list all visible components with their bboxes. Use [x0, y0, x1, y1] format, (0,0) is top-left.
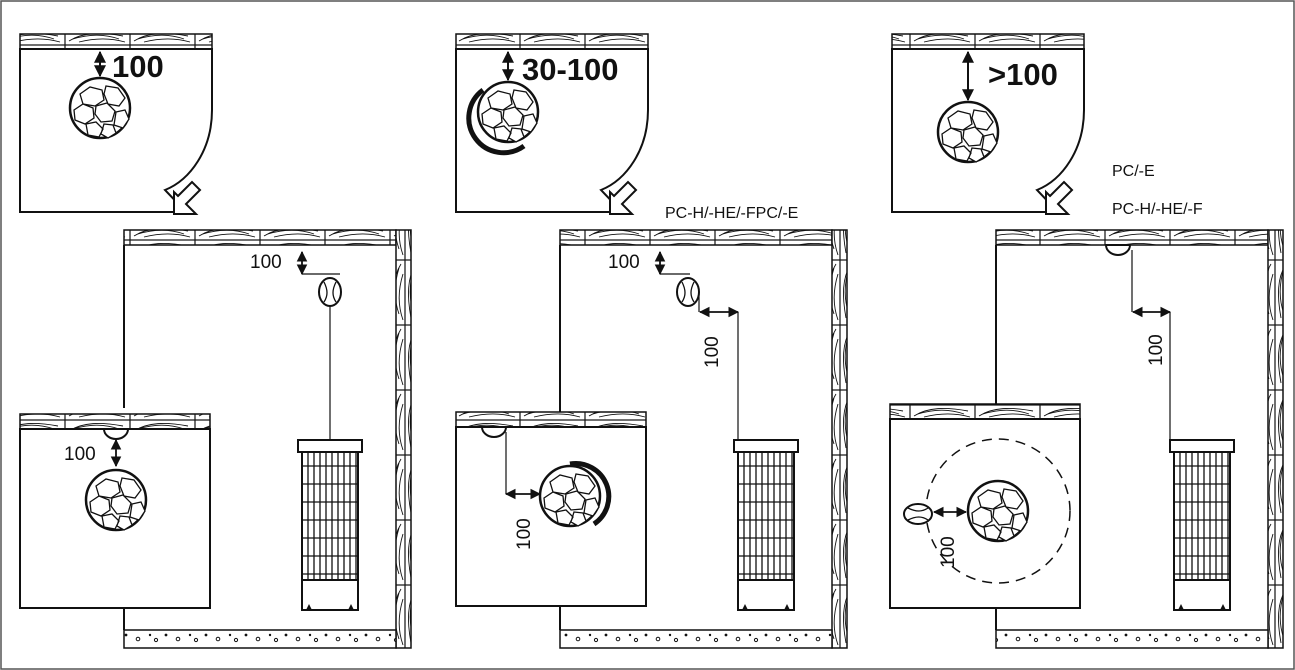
wall-view-2: 100: [455, 411, 647, 607]
panel-2: 30-100 PC-H/-HE/-FPC/-E 100 100 100: [455, 33, 848, 649]
side-distance-label: 100: [702, 336, 723, 368]
ceiling-distance-label: 100: [250, 252, 282, 273]
heater-stones-icon: [84, 468, 148, 532]
side-distance-label: 100: [514, 518, 535, 550]
elevation-view-3: 100: [995, 229, 1284, 649]
heater-stones-icon: [966, 479, 1030, 543]
panel-1: 100 100 100: [19, 33, 412, 649]
heater-icon: [1169, 439, 1235, 611]
model-label: PC-H/-HE/-F: [1112, 201, 1203, 218]
wall-view-1: 100: [19, 413, 211, 609]
plan-view-2: 30-100: [455, 33, 649, 215]
sensor-icon: [676, 277, 700, 307]
wall-view-3: 100: [889, 403, 1081, 609]
top-distance-label: 100: [112, 49, 164, 84]
heater-stones-icon: [936, 100, 1000, 164]
sensor-icon: [318, 277, 342, 307]
elevation-view-2: 100 100: [559, 229, 848, 649]
side-distance-label: 100: [64, 444, 96, 465]
panel-3: >100 PC/-E PC-H/-HE/-F 100 100: [889, 33, 1284, 649]
heater-stones-icon: [538, 464, 602, 528]
model-label: PC-H/-HE/-FPC/-E: [665, 205, 798, 222]
side-distance-label: 100: [1146, 334, 1167, 366]
heater-stones-icon: [68, 76, 132, 140]
ceiling-distance-label: 100: [608, 252, 640, 273]
model-label: PC/-E: [1112, 163, 1155, 180]
heater-stones-icon: [476, 80, 540, 144]
sensor-side-icon: [903, 503, 933, 525]
top-distance-label: 30-100: [522, 52, 619, 87]
side-distance-label: 100: [938, 536, 959, 568]
plan-view-1: 100: [19, 33, 213, 215]
heater-icon: [297, 439, 363, 611]
heater-icon: [733, 439, 799, 611]
top-distance-label: >100: [988, 57, 1058, 92]
plan-view-3: >100: [891, 33, 1085, 215]
elevation-view-1: 100: [123, 229, 412, 649]
